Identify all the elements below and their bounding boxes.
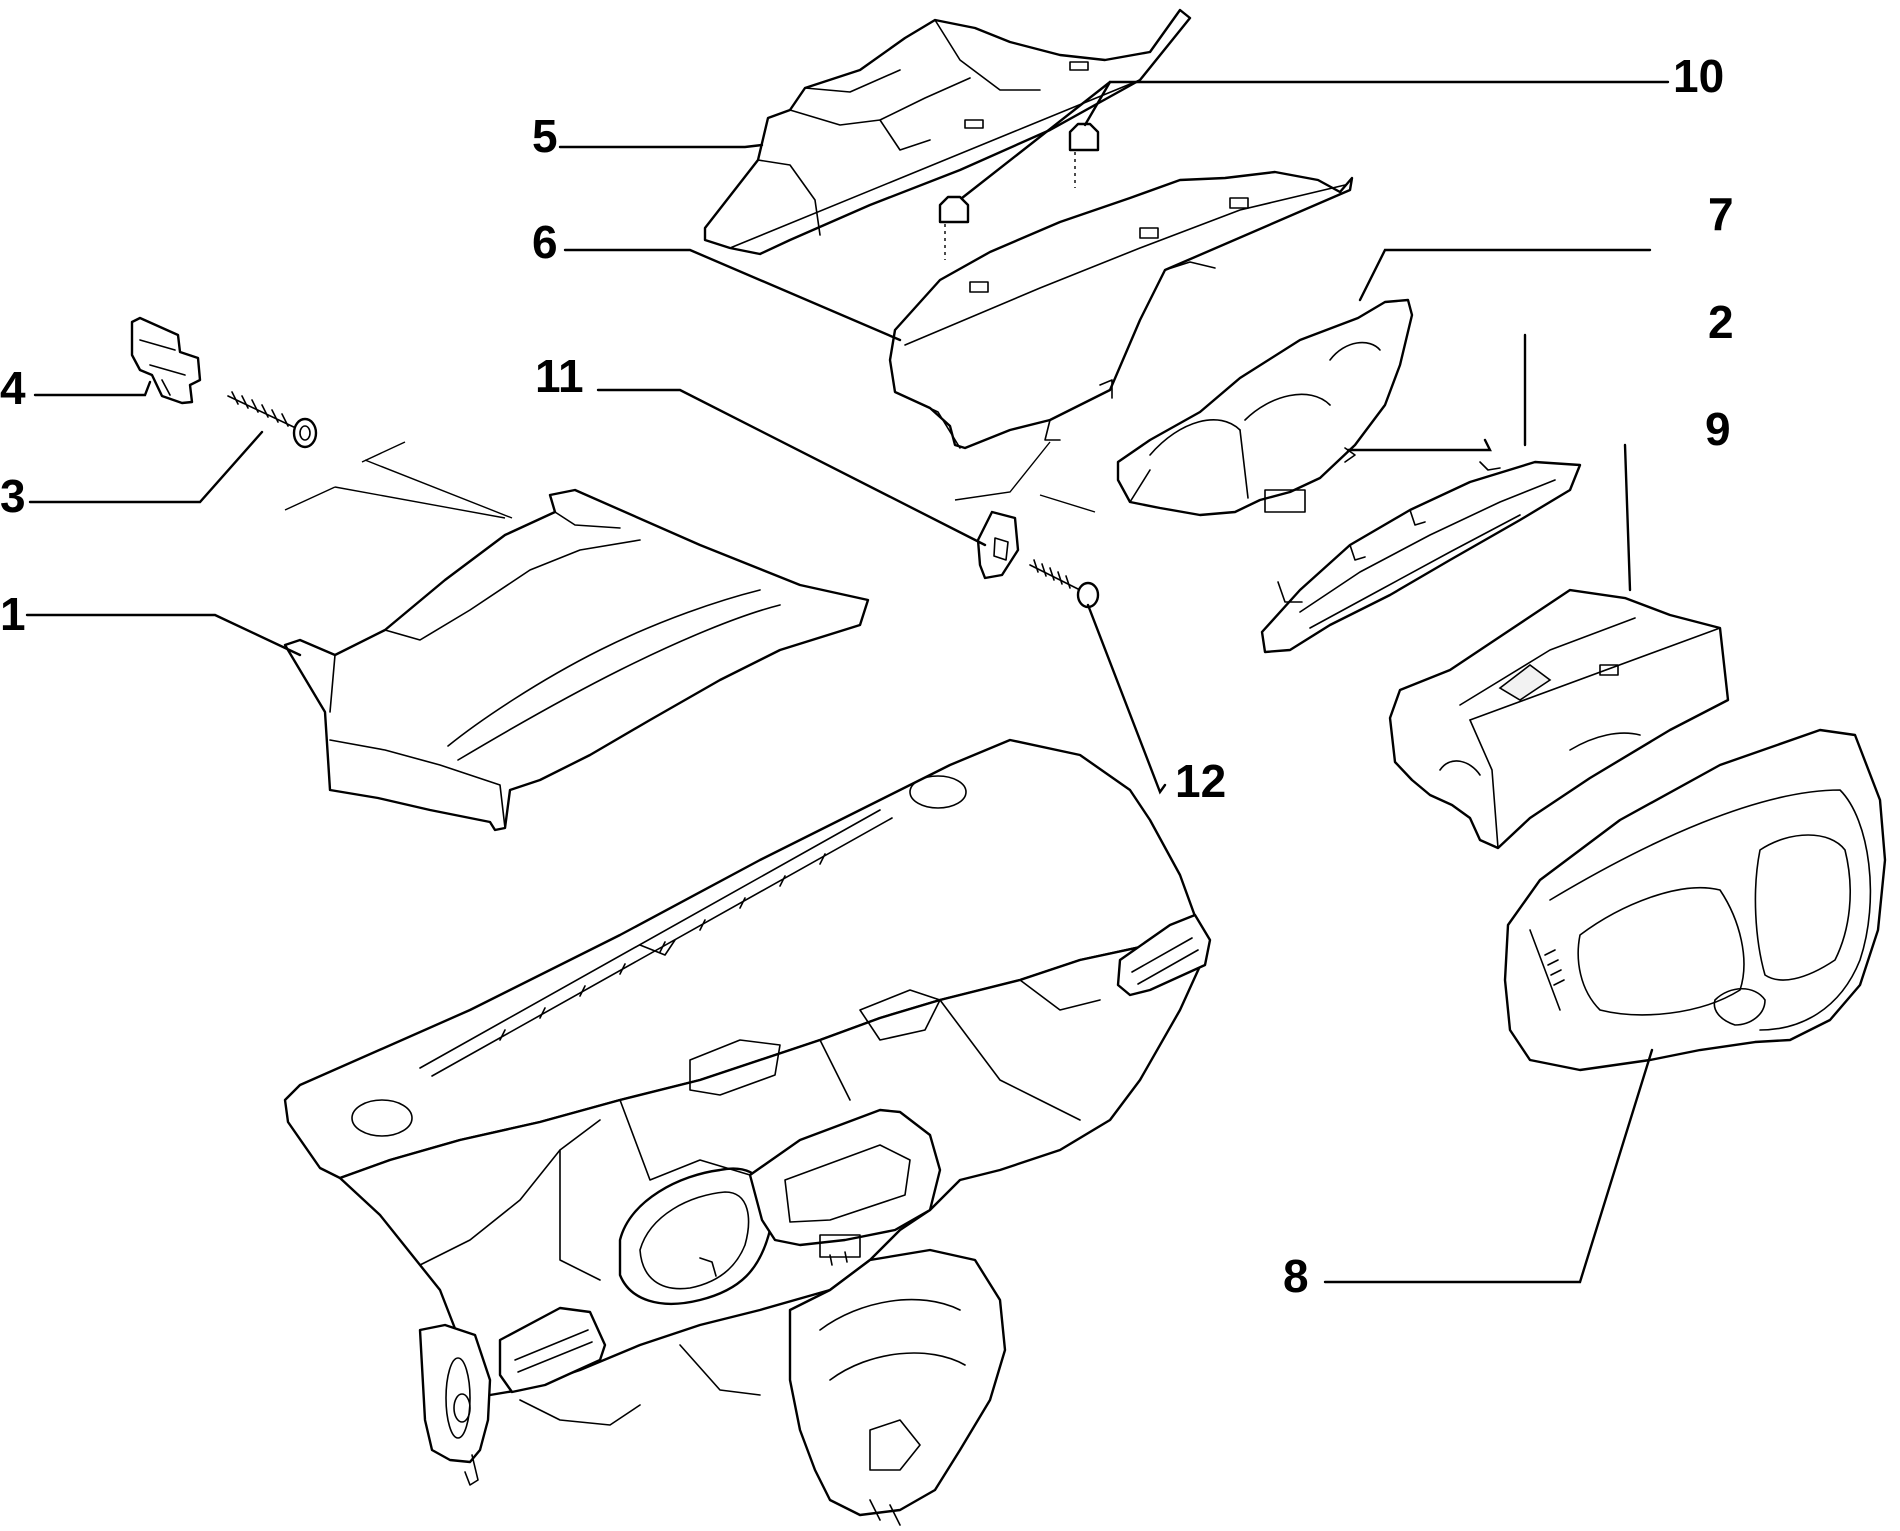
callout-12: 12 (1175, 755, 1226, 807)
callout-11: 11 (535, 350, 584, 402)
part-1-top-cover (283, 488, 870, 832)
part-2-trim-strip (1260, 460, 1582, 654)
callout-8: 8 (1283, 1250, 1309, 1302)
part-3-screw (227, 391, 318, 449)
part-8-cluster-cover (1503, 728, 1887, 1072)
part-5-upper-duct (703, 8, 1192, 256)
callout-5: 5 (532, 110, 558, 162)
callout-3: 3 (0, 470, 26, 522)
part-6-lower-duct (888, 170, 1354, 450)
part-12-screw (1029, 559, 1100, 609)
callout-9: 9 (1705, 403, 1731, 455)
part-11-clip-nut (976, 510, 1020, 580)
main-dashboard-assembly (283, 738, 1212, 1526)
callout-4: 4 (0, 362, 26, 414)
callout-6: 6 (532, 216, 558, 268)
callout-labels: 1 2 3 4 5 6 7 8 9 10 11 12 (0, 50, 1734, 1302)
part-9-storage-box (1388, 588, 1730, 850)
part-10-clips (938, 122, 1100, 260)
callout-10: 10 (1673, 50, 1724, 102)
part-4-bracket-clip (130, 316, 202, 405)
part-7-cluster-housing (1116, 298, 1414, 517)
callout-7: 7 (1708, 188, 1734, 240)
callout-1: 1 (0, 588, 26, 640)
callout-2: 2 (1708, 296, 1734, 348)
assembly-guides (284, 441, 1096, 519)
leader-lines (25, 80, 1670, 1284)
